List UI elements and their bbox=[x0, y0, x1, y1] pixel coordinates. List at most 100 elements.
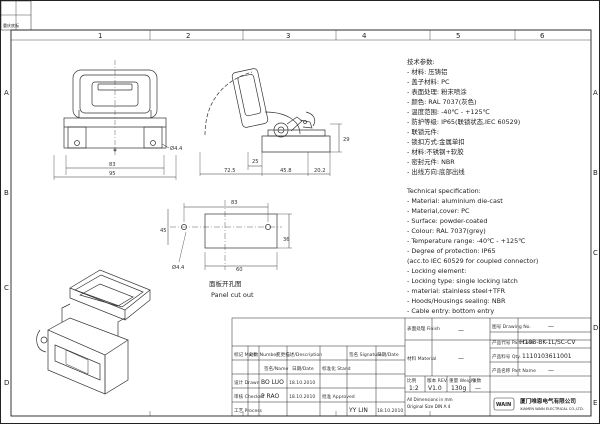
part-code-value: H10B-BK-1L/SC-CV bbox=[520, 339, 576, 346]
rev-header-number: 处数 Number bbox=[249, 351, 278, 358]
stamp-text: 重庆底板 bbox=[3, 22, 19, 28]
side-dim-height: 29 bbox=[343, 137, 350, 143]
zone-top-6: 6 bbox=[540, 32, 545, 40]
approved-date: 18.10.2010 bbox=[377, 408, 403, 414]
checked-date: 18.10.2010 bbox=[289, 394, 315, 400]
front-dim-hole: Ø4.4 bbox=[170, 145, 183, 152]
side-dim-d: 20.2 bbox=[314, 168, 326, 174]
rev-header-signature: 签名 Signature bbox=[349, 351, 382, 358]
specs-en-item: - Degree of protection: IP65 bbox=[407, 247, 496, 255]
specs-en-item: - Colour: RAL 7037(grey) bbox=[407, 227, 486, 235]
rev-value: V1.0 bbox=[428, 385, 442, 392]
side-view bbox=[199, 68, 342, 176]
sheet-value: — bbox=[475, 385, 481, 392]
approved-name: YY LIN bbox=[348, 407, 368, 414]
weight-value: 130g bbox=[451, 385, 466, 392]
sheet-label: 张数 bbox=[472, 377, 482, 384]
specs-cn-item: - 防护等级: IP65(联锁状态,IEC 60529) bbox=[407, 117, 520, 126]
rev-process-label: 工艺 Process bbox=[234, 408, 263, 414]
specs-en-item: - Surface: powder-coated bbox=[407, 217, 487, 225]
front-view bbox=[53, 60, 177, 180]
specs-en-item: - Cable entry: bottom entry bbox=[407, 307, 494, 315]
specs-en-item: - Hoods/Housings sealing: NBR bbox=[407, 297, 506, 305]
zone-left-b: B bbox=[4, 189, 9, 197]
front-dim-width-outer: 95 bbox=[109, 171, 116, 177]
scale-label: 比例 bbox=[407, 377, 417, 384]
side-dim-b: 72.5 bbox=[224, 168, 236, 174]
rev-drawn-label: 设计 Drawn bbox=[234, 379, 260, 386]
specs-cn-item: - 材料: 压铸铝 bbox=[407, 67, 447, 76]
finish-value: — bbox=[458, 327, 464, 334]
side-dim-a: 25 bbox=[252, 159, 259, 165]
zone-right-e: E bbox=[593, 399, 597, 407]
rev-checked-label: 审核 Checked bbox=[234, 393, 264, 400]
specs-cn-item: - 联锁元件: bbox=[407, 127, 439, 136]
qty-value: 1110103611001 bbox=[522, 353, 572, 360]
zone-right-d: D bbox=[593, 324, 598, 332]
stamp-box: 重庆底板 bbox=[0, 0, 32, 31]
specs-en-item: - Locking type: single locking latch bbox=[407, 277, 518, 285]
cutout-dim-height-inner: 45 bbox=[160, 228, 167, 234]
units-note-1: All Dimensions in mm bbox=[407, 397, 453, 402]
specs-en-item: - Material: aluminium die-cast bbox=[407, 197, 503, 205]
zone-top-2: 2 bbox=[186, 32, 190, 40]
title-block bbox=[231, 317, 592, 417]
zone-top-4: 4 bbox=[362, 32, 367, 40]
cutout-dim-hole-width: 60 bbox=[236, 267, 243, 273]
material-label: 材料 Material bbox=[407, 355, 436, 362]
rev-header-description: 变更描述/Description bbox=[276, 351, 322, 358]
scale-value: 1:2 bbox=[409, 385, 419, 392]
specs-en-item: - Locking element: bbox=[407, 267, 466, 275]
zone-top-5: 5 bbox=[456, 32, 460, 40]
specs-cn-item: - 密封元件: NBR bbox=[407, 157, 455, 166]
cutout-dim-hole: Ø4.4 bbox=[172, 264, 185, 271]
drawing-no-value: — bbox=[548, 323, 554, 330]
rev-name-header: 签名/Name bbox=[264, 365, 288, 372]
isometric-view bbox=[36, 269, 151, 395]
checked-name: P RAO bbox=[261, 393, 279, 400]
specs-chinese: 技术参数: - 材料: 压铸铝 - 盖子材料: PC - 表面处理: 粉末喷涂 … bbox=[407, 57, 520, 176]
part-code-label: 产品代号 Part Code bbox=[492, 339, 534, 346]
finish-label: 表面处理 Finish bbox=[407, 325, 440, 332]
specs-cn-item: - 锁扣方式:金属单扣 bbox=[407, 137, 465, 146]
specs-en-item: - material: stainless steel+TFR bbox=[407, 287, 506, 295]
specs-cn-item: - 盖子材料: PC bbox=[407, 77, 450, 86]
material-value: — bbox=[458, 355, 464, 362]
specs-en-item: - Temperature range: -40℃ - +125℃ bbox=[407, 237, 525, 245]
specs-cn-item: - 出线方向:底部出线 bbox=[407, 167, 465, 176]
company-name-cn: 厦门唯恩电气有限公司 bbox=[520, 397, 576, 405]
specs-en-item: (acc.to IEC 60529 for coupled connector) bbox=[407, 257, 538, 265]
weight-label: 重量 Weight bbox=[449, 377, 476, 384]
specs-cn-item: - 温度范围: -40℃ - +125℃ bbox=[407, 107, 490, 116]
company-logo: WAIN bbox=[493, 397, 515, 411]
specs-english: Technical specification: - Material: alu… bbox=[406, 187, 538, 315]
part-name-label: 产品名称 Part Name bbox=[492, 367, 536, 374]
cutout-dim-width: 83 bbox=[231, 200, 238, 206]
cutout-caption-cn: 面板开孔图 bbox=[209, 279, 242, 288]
zone-top-1: 1 bbox=[98, 32, 102, 40]
drawn-name: BO LUO bbox=[261, 379, 284, 386]
zone-letters-right: A B C D E bbox=[593, 89, 598, 407]
company-name-en: XIAMEN WAIN ELECTRICAL CO.,LTD. bbox=[520, 407, 584, 411]
zone-right-c: C bbox=[593, 249, 598, 257]
front-dim-width-inner: 83 bbox=[109, 162, 116, 168]
drawn-date: 18.10.2010 bbox=[289, 380, 315, 386]
approved-label: 批准 Approved bbox=[322, 393, 355, 400]
specs-en-heading: Technical specification: bbox=[406, 187, 481, 195]
side-dim-c: 45.8 bbox=[280, 168, 292, 174]
rev-header-date: 日期/Date bbox=[377, 352, 399, 358]
specs-cn-item: - 表面处理: 粉末喷涂 bbox=[407, 87, 467, 96]
zone-right-a: A bbox=[593, 89, 598, 97]
zone-numbers-top: 1 2 3 4 5 6 bbox=[98, 32, 545, 40]
rev-std-label: 标准化 Stand bbox=[322, 365, 351, 372]
qty-label: 产品料号 Qty. bbox=[492, 353, 521, 360]
part-name-value: — bbox=[548, 367, 554, 374]
zone-right-b: B bbox=[593, 169, 598, 177]
specs-cn-item: - 颜色: RAL 7037(灰色) bbox=[407, 97, 476, 106]
drawing-no-label: 图号 Drawing No. bbox=[492, 324, 531, 330]
zone-top-3: 3 bbox=[286, 32, 290, 40]
panel-cutout-view bbox=[167, 200, 292, 270]
rev-date-header: 日期/Date bbox=[292, 366, 314, 372]
rev-header-mark: 标记 Mark bbox=[234, 351, 256, 358]
